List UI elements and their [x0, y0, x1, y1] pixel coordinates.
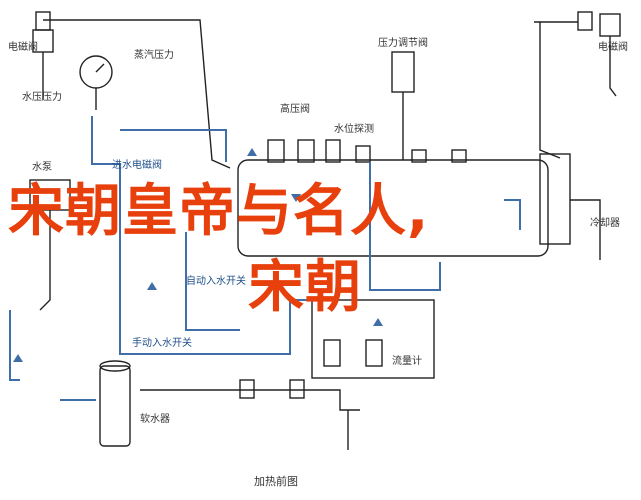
- tank-fitting-4: [355, 145, 371, 163]
- label-water-softener: 软水器: [140, 414, 170, 425]
- blue-left-stub: [9, 310, 20, 381]
- blue-top-branch: [120, 129, 227, 162]
- diagram-caption: 加热前图: [254, 475, 298, 488]
- overlay-title-line1: 宋朝皇帝与名人,: [8, 179, 430, 244]
- valve-right-drop: [609, 36, 617, 97]
- tank-fitting-2: [297, 139, 315, 163]
- pump-outlet: [39, 210, 51, 311]
- cooler-pipe: [570, 199, 601, 260]
- bottom-pipe: [140, 389, 360, 411]
- label-steam-gauge: 蒸汽压力: [134, 50, 174, 61]
- regulator-body: [391, 51, 415, 93]
- valve-left-body: [35, 11, 51, 31]
- label-water-level-probe: 水位探测: [334, 124, 374, 135]
- arrow-up-5: [247, 148, 257, 156]
- flow-meter-2: [365, 339, 383, 367]
- valve-right-body: [577, 11, 593, 31]
- label-water-pressure: 水压压力: [22, 92, 62, 103]
- bottom-valve-1: [239, 379, 255, 399]
- flow-meter-1: [323, 339, 341, 367]
- tank-end-cap: [539, 153, 571, 245]
- blue-tank-drop: [369, 162, 441, 291]
- label-high-pressure-valve: 高压阀: [280, 104, 310, 115]
- tank-fitting-3: [325, 139, 341, 163]
- tank-fitting-5: [411, 149, 427, 163]
- label-cold-water: 冷却器: [590, 218, 620, 229]
- blue-loop-left: [91, 116, 312, 355]
- arrow-up-3: [373, 318, 383, 326]
- flow-meter-box: [311, 299, 435, 379]
- blue-right-stub: [504, 199, 521, 230]
- arrow-up-2: [291, 194, 301, 202]
- tank-fitting-1: [267, 139, 285, 163]
- label-pressure-regulator: 压力调节阀: [378, 38, 428, 49]
- label-manual-switch: 手动入水开关: [132, 338, 192, 349]
- gauge-needle: [95, 63, 105, 73]
- label-water-pump: 水泵: [32, 162, 52, 173]
- softener-top: [99, 360, 131, 372]
- softener-tank: [99, 365, 131, 447]
- main-tank: [237, 159, 549, 257]
- right-riser: [534, 21, 561, 159]
- top-main-line: [43, 19, 231, 169]
- label-electric-valve-left: 电磁阀: [8, 42, 38, 53]
- label-inlet-valve: 进水电磁阀: [112, 160, 162, 171]
- arrow-up-4: [13, 354, 23, 362]
- overlay-title-line2: 宋朝: [248, 255, 362, 320]
- label-auto-switch: 自动入水开关: [186, 276, 246, 287]
- arrow-up-1: [147, 282, 157, 290]
- tank-fitting-6: [451, 149, 467, 163]
- label-electric-valve-right: 电磁阀: [598, 42, 628, 53]
- label-flow-meter: 流量计: [392, 356, 422, 367]
- blue-auto-branch: [185, 232, 240, 331]
- bottom-valve-2: [289, 379, 305, 399]
- valve-right-housing: [599, 13, 621, 37]
